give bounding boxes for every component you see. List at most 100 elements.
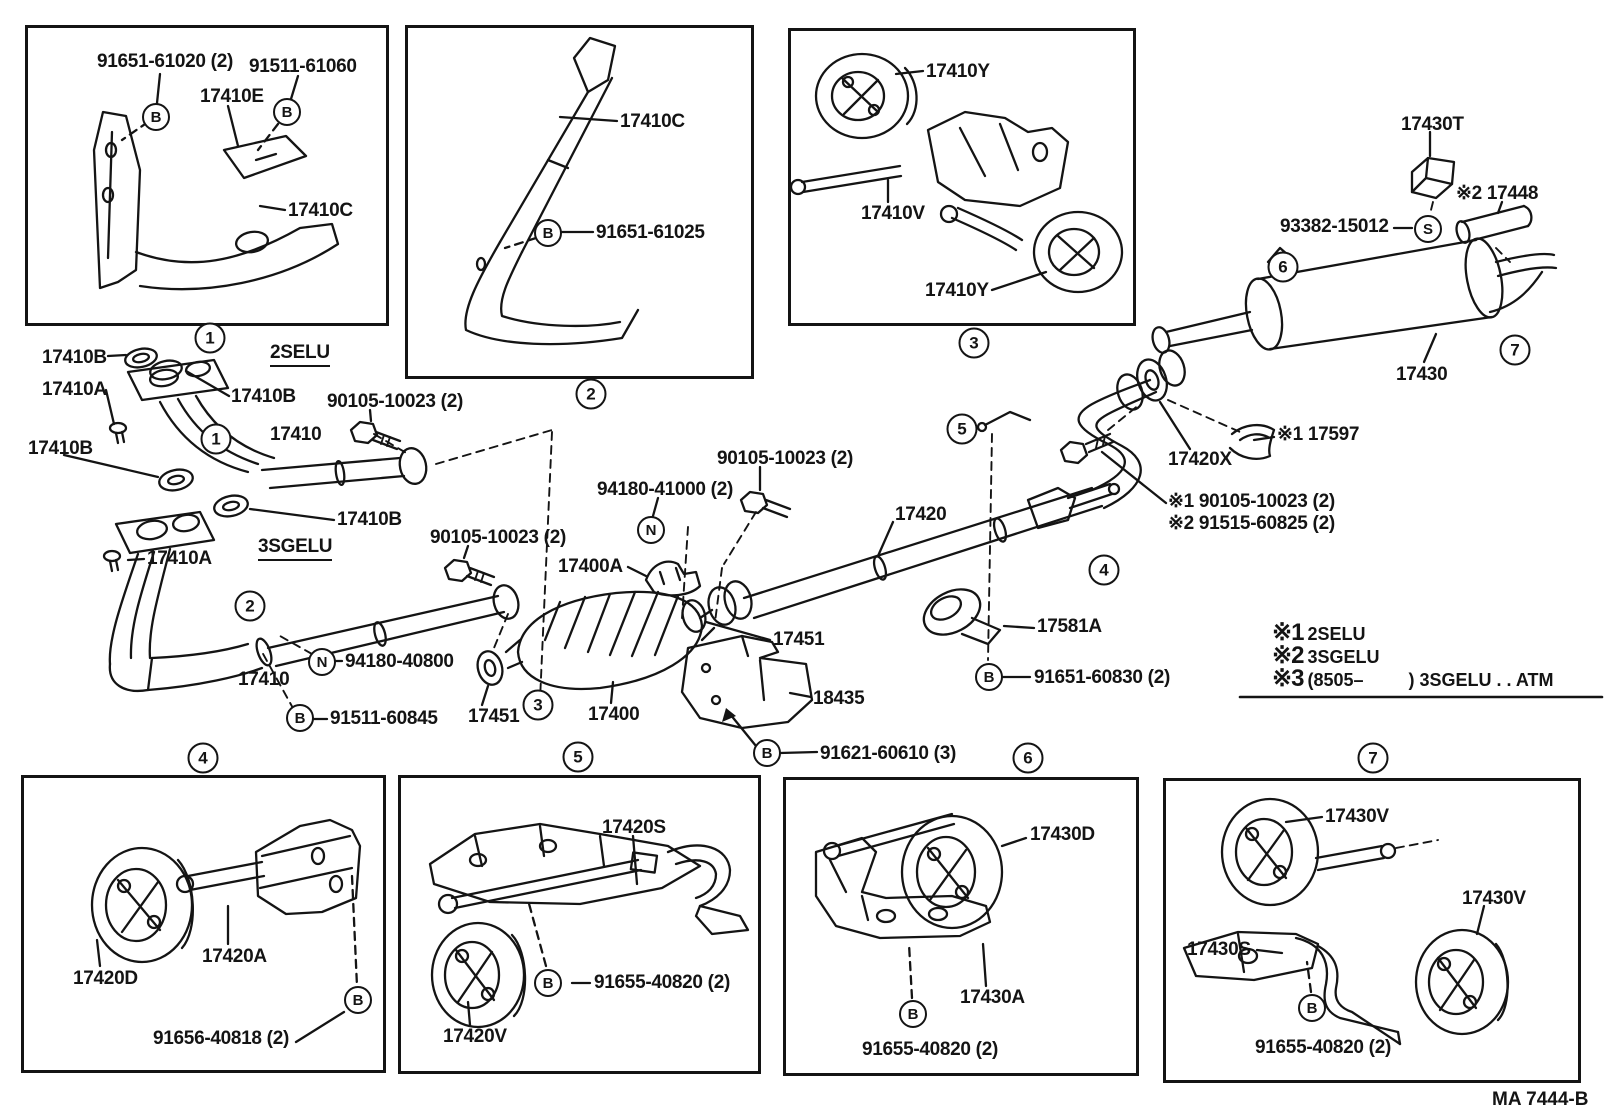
part-label-17410a: 17410A — [42, 379, 107, 400]
section-callout-3: 3 — [522, 689, 554, 721]
fastener-marker-b: B — [534, 219, 562, 247]
part-label-90105-10023-2: 90105-10023 (2) — [327, 391, 463, 412]
part-label-17581a: 17581A — [1037, 616, 1102, 637]
bracket-17430a-art — [814, 812, 1004, 940]
pointer-arrowhead — [722, 708, 736, 722]
section-callout-4: 4 — [187, 742, 219, 774]
part-label-17410y: 17410Y — [925, 280, 989, 301]
part-label-90105-10023-2: 90105-10023 (2) — [430, 527, 566, 548]
legend-row-3: ※3(8505– ) 3SGELU . . ATM — [1272, 664, 1554, 692]
section-callout-1: 1 — [194, 322, 226, 354]
section-callout-5: 5 — [946, 413, 978, 445]
part-label-17420a: 17420A — [202, 946, 267, 967]
part-label-2selu: 2SELU — [270, 343, 330, 367]
part-label-17410b: 17410B — [231, 386, 296, 407]
part-label-17410b: 17410B — [337, 509, 402, 530]
part-label-91655-40820-2: 91655-40820 (2) — [862, 1039, 998, 1060]
fastener-marker-b: B — [899, 1000, 927, 1028]
fastener-marker-b: B — [142, 103, 170, 131]
inset-3-frame — [788, 28, 1136, 326]
legend-mark: ※3 — [1272, 665, 1304, 692]
section-callout-1: 1 — [200, 423, 232, 455]
part-label-91656-40818-2: 91656-40818 (2) — [153, 1028, 289, 1049]
section-callout-6: 6 — [1267, 251, 1299, 283]
part-label-17430t: 17430T — [1401, 114, 1464, 135]
section-callout-7: 7 — [1357, 742, 1389, 774]
front-pipe-3sgelu-art — [102, 468, 792, 711]
part-label-91655-40820-2: 91655-40820 (2) — [1255, 1037, 1391, 1058]
part-label-91651-60830-2: 91651-60830 (2) — [1034, 667, 1170, 688]
catalyst-17400-art — [476, 560, 814, 730]
legend-text: 2SELU — [1307, 624, 1366, 644]
bracket-17430s-art — [1182, 797, 1510, 1046]
part-label-17410c: 17410C — [288, 200, 353, 221]
part-label-91651-61025: 91651-61025 — [596, 222, 705, 243]
part-label-93382-15012: 93382-15012 — [1280, 216, 1389, 237]
part-label-17451: 17451 — [468, 706, 520, 727]
part-label-17430a: 17430A — [960, 987, 1025, 1008]
part-label-17420: 17420 — [895, 504, 947, 525]
fastener-marker-b: B — [534, 969, 562, 997]
fastener-marker-b: B — [975, 663, 1003, 691]
hanger-17410y-art — [789, 52, 1124, 294]
drawing-number: MA 7444-B — [1492, 1089, 1589, 1110]
part-label-91511-61060: 91511-61060 — [249, 56, 357, 77]
bracket-17410c-art — [92, 110, 340, 291]
part-label-17430s: 17430S — [1187, 939, 1251, 960]
inset-5-frame — [398, 775, 761, 1074]
part-label-17430d: 17430D — [1030, 824, 1095, 845]
part-label-17420x: 17420X — [1168, 449, 1232, 470]
inset-2-frame — [405, 25, 754, 379]
part-label-90105-10023-2: 90105-10023 (2) — [717, 448, 853, 469]
bracket-17420s-art — [428, 822, 750, 1029]
part-label-17410: 17410 — [270, 424, 322, 445]
section-callout-7: 7 — [1499, 334, 1531, 366]
legend-mark: ※2 — [1272, 642, 1304, 669]
fastener-marker-n: N — [637, 516, 665, 544]
part-label-91511-60845: 91511-60845 — [330, 708, 438, 729]
section-callout-2: 2 — [575, 378, 607, 410]
fastener-marker-b: B — [273, 98, 301, 126]
part-label-2-91515-60825-2: ※2 91515-60825 (2) — [1168, 513, 1335, 534]
part-label-17410: 17410 — [238, 669, 290, 690]
part-label-17430v: 17430V — [1462, 888, 1526, 909]
part-label-17420s: 17420S — [602, 817, 666, 838]
part-label-17410e: 17410E — [200, 86, 264, 107]
flange-17420x-art — [1059, 349, 1276, 465]
hanger-17420d-art — [90, 818, 362, 964]
inset-4-frame — [21, 775, 386, 1073]
fastener-marker-s: S — [1414, 215, 1442, 243]
part-label-17410b: 17410B — [28, 438, 93, 459]
fastener-marker-b: B — [753, 739, 781, 767]
leader-lines — [62, 69, 1604, 1044]
part-label-17410a: 17410A — [147, 548, 212, 569]
fastener-marker-b: B — [344, 986, 372, 1014]
legend-mark: ※1 — [1272, 619, 1304, 646]
part-label-91651-61020-2: 91651-61020 (2) — [97, 51, 233, 72]
inset-6-frame — [783, 777, 1139, 1076]
part-label-1-17597: ※1 17597 — [1277, 424, 1360, 445]
part-label-17430: 17430 — [1396, 364, 1448, 385]
fastener-marker-b: B — [1298, 994, 1326, 1022]
section-callout-3: 3 — [958, 327, 990, 359]
part-label-17410c: 17410C — [620, 111, 685, 132]
part-label-18435: 18435 — [813, 688, 865, 709]
part-label-94180-41000-2: 94180-41000 (2) — [597, 479, 733, 500]
part-label-1-90105-10023-2: ※1 90105-10023 (2) — [1168, 491, 1335, 512]
fastener-marker-b: B — [286, 704, 314, 732]
section-callout-4: 4 — [1088, 554, 1120, 586]
part-label-91621-60610-3: 91621-60610 (3) — [820, 743, 956, 764]
part-label-17400a: 17400A — [558, 556, 623, 577]
part-label-17451: 17451 — [773, 629, 825, 650]
section-callout-6: 6 — [1012, 742, 1044, 774]
legend-text: 3SGELU — [1307, 647, 1380, 667]
part-label-17430v: 17430V — [1325, 806, 1389, 827]
part-label-17420d: 17420D — [73, 968, 138, 989]
part-label-3sgelu: 3SGELU — [258, 537, 333, 561]
part-label-17410b: 17410B — [42, 347, 107, 368]
section-callout-2: 2 — [234, 590, 266, 622]
section-callout-5: 5 — [562, 741, 594, 773]
part-label-91655-40820-2: 91655-40820 (2) — [594, 972, 730, 993]
